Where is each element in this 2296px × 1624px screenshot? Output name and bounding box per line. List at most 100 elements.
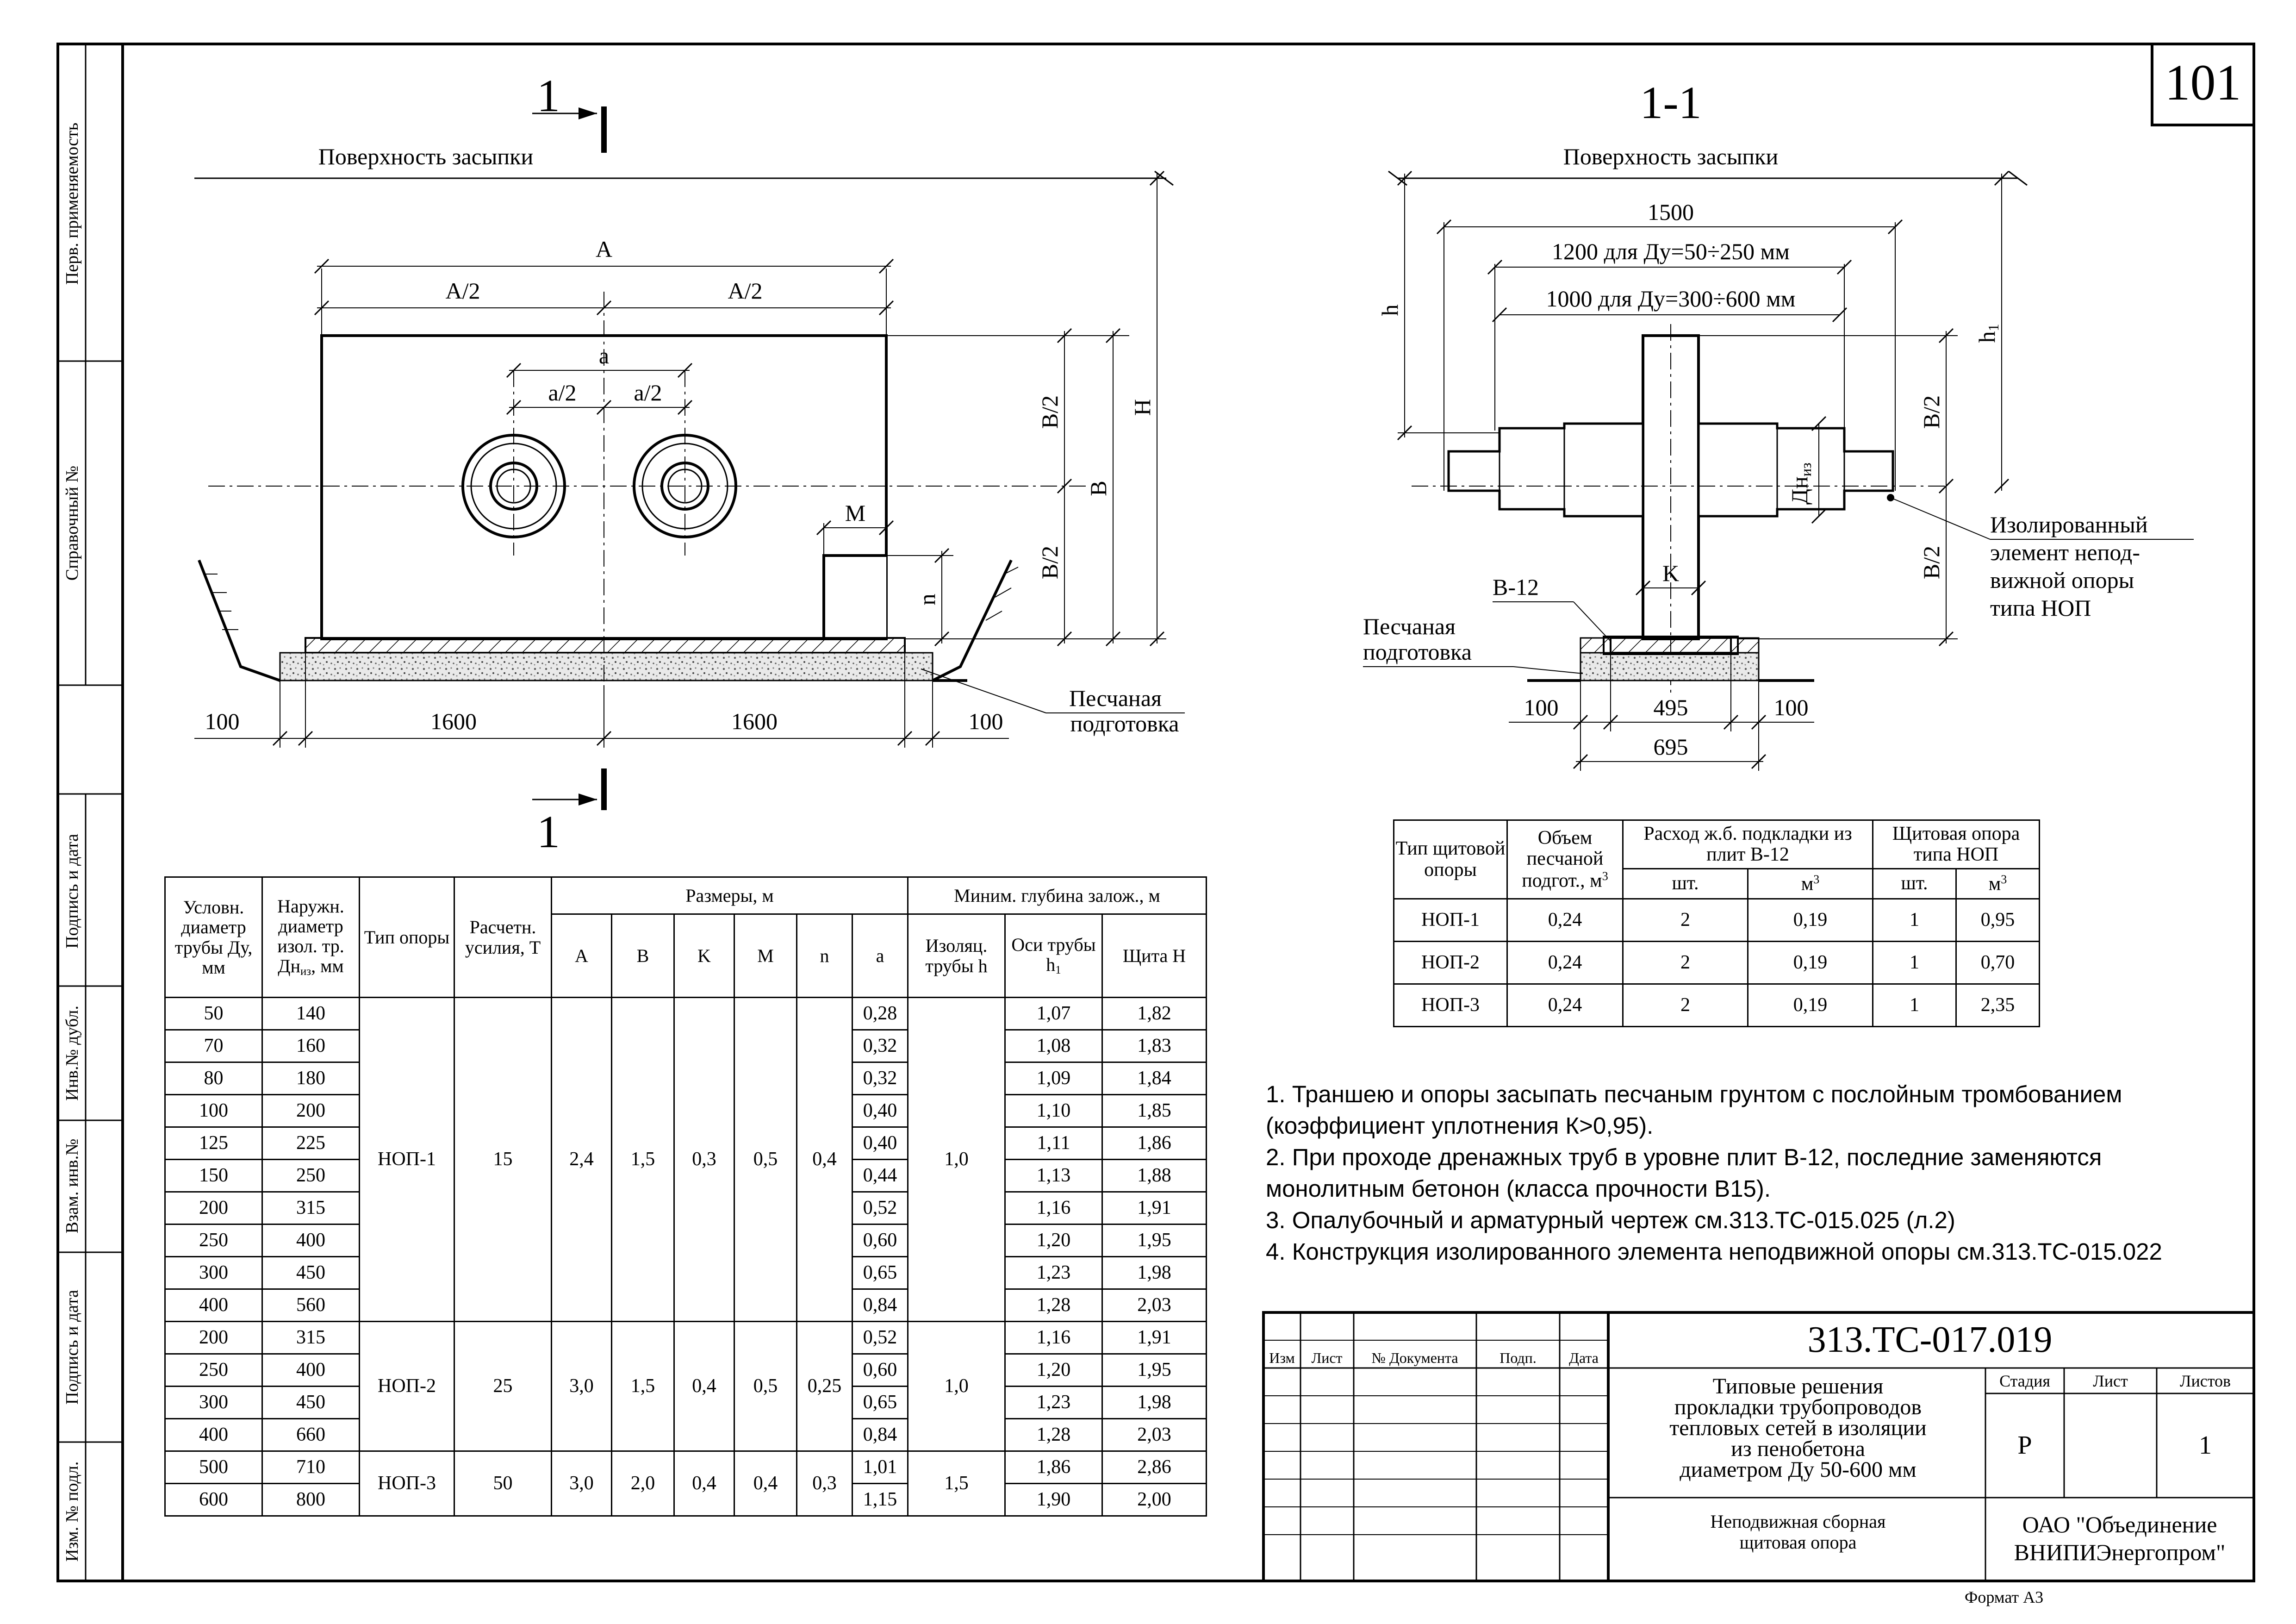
header-sizes: Размеры, м: [551, 876, 908, 915]
title-block: 313.ТС-017.019 Изм Лист № Документа Подп…: [1262, 1311, 2255, 1582]
bom-header-slab-pcs: шт.: [1622, 868, 1748, 899]
cell-H: 2,03: [1101, 1418, 1207, 1452]
col-data: Дата: [1569, 1349, 1599, 1366]
cell-a: 0,60: [852, 1353, 908, 1387]
cell-dn: 180: [261, 1062, 360, 1095]
cell-h1: 1,20: [1004, 1224, 1103, 1257]
section-dim-695: 695: [1654, 734, 1688, 760]
drawing-name-1: Неподвижная сборная: [1711, 1511, 1886, 1532]
cell-H: 1,95: [1101, 1353, 1207, 1387]
side-stamp: Перв. применяемость Справочный № Подпись…: [62, 123, 82, 1562]
note-line: 1. Траншею и опоры засыпать песчаным гру…: [1266, 1081, 2122, 1107]
cell-k: 0,4: [673, 1450, 735, 1517]
side-inv-podl: Изм. № подл.: [62, 1462, 82, 1562]
cell-dn: 225: [261, 1126, 360, 1160]
cell-h1: 1,23: [1004, 1386, 1103, 1419]
cell-H: 2,00: [1101, 1483, 1207, 1517]
cell-a: 2,4: [551, 997, 612, 1322]
plan-dim-a-half-left: a/2: [548, 380, 576, 406]
side-perv-prim: Перв. применяемость: [62, 123, 82, 285]
section-surface-label: Поверхность засыпки: [1563, 144, 1779, 169]
section-dim-B-half-top: B/2: [1918, 395, 1944, 429]
cell-dn: 250: [261, 1159, 360, 1193]
cell-a: 0,32: [852, 1029, 908, 1063]
note-line: 3. Опалубочный и арматурный чертеж см.31…: [1266, 1207, 1955, 1233]
doc-code: 313.ТС-017.019: [1808, 1319, 2053, 1360]
cell-du: 300: [164, 1386, 263, 1419]
cell-dn: 160: [261, 1029, 360, 1063]
bom-header-shield-pcs: шт.: [1872, 868, 1957, 899]
plan-dim-a-half-right: a/2: [634, 380, 662, 406]
title-line-3: тепловых сетей в изоляции: [1669, 1416, 1927, 1440]
general-notes: 1. Траншею и опоры засыпать песчаным гру…: [1266, 1079, 2261, 1268]
cell-dn: 800: [261, 1483, 360, 1517]
cell-du: 500: [164, 1450, 263, 1484]
col-izm: Изм: [1269, 1349, 1295, 1366]
cell-H: 1,83: [1101, 1029, 1207, 1063]
side-vzam-inv: Взам. инв.№: [62, 1139, 82, 1234]
cell-du: 600: [164, 1483, 263, 1517]
col-doc: № Документа: [1371, 1349, 1458, 1366]
cell-h: 1,0: [907, 1321, 1006, 1452]
header-A: A: [551, 913, 612, 998]
header-H: Щита H: [1101, 913, 1207, 998]
cell-type: НОП-2: [359, 1321, 455, 1452]
plan-dim-a: a: [599, 343, 609, 369]
cell-h1: 1,16: [1004, 1191, 1103, 1225]
note-line: 2. При проходе дренажных труб в уровне п…: [1266, 1144, 2102, 1170]
cell-dn: 560: [261, 1288, 360, 1322]
cell-a: 1,01: [852, 1450, 908, 1484]
bom-cell-type: НОП-1: [1393, 898, 1508, 942]
cell-h1: 1,09: [1004, 1062, 1103, 1095]
cell-force: 25: [454, 1321, 552, 1452]
bom-cell-slab-pcs: 2: [1622, 983, 1748, 1027]
cell-H: 1,98: [1101, 1256, 1207, 1290]
header-K: K: [673, 913, 735, 998]
bom-cell-shield-pcs: 1: [1872, 941, 1957, 985]
section-dim-495: 495: [1654, 694, 1688, 720]
cell-H: 1,84: [1101, 1062, 1207, 1095]
cell-H: 1,86: [1101, 1126, 1207, 1160]
header-M: M: [734, 913, 797, 998]
org-line-1: ОАО "Объединение: [2022, 1512, 2217, 1537]
section-sand-label-1: Песчаная: [1363, 613, 1456, 639]
title-line-4: из пенобетона: [1731, 1437, 1865, 1461]
bom-cell-shield-m3: 0,95: [1955, 898, 2041, 942]
sheet-header: Лист: [2093, 1372, 2128, 1390]
section-dim-Dn: Дниз: [1786, 462, 1814, 505]
section-label-B12: B-12: [1493, 574, 1539, 600]
cell-a: 0,32: [852, 1062, 908, 1095]
cell-dn: 140: [261, 997, 360, 1031]
bom-cell-slab-m3: 0,19: [1747, 983, 1874, 1027]
plan-dim-M: M: [845, 500, 865, 526]
cell-b: 1,5: [611, 1321, 675, 1452]
cell-a: 0,60: [852, 1224, 908, 1257]
header-min-depth: Миним. глубина залож., м: [907, 876, 1207, 915]
cell-h: 1,5: [907, 1450, 1006, 1517]
plan-view: 1 1 Поверхность засыпки: [194, 70, 1185, 857]
cell-du: 125: [164, 1126, 263, 1160]
cell-m: 0,4: [734, 1450, 797, 1517]
header-a: a: [852, 913, 908, 998]
cell-du: 200: [164, 1321, 263, 1355]
section-dim-h: h: [1377, 305, 1403, 316]
header-n: n: [796, 913, 853, 998]
sheets-value: 1: [2199, 1431, 2212, 1460]
header-h: Изоляц. трубы h: [907, 913, 1006, 998]
header-type: Тип опоры: [359, 876, 455, 998]
cell-a: 0,40: [852, 1094, 908, 1128]
cell-dn: 450: [261, 1256, 360, 1290]
format-label: Формат А3: [1965, 1588, 2043, 1606]
